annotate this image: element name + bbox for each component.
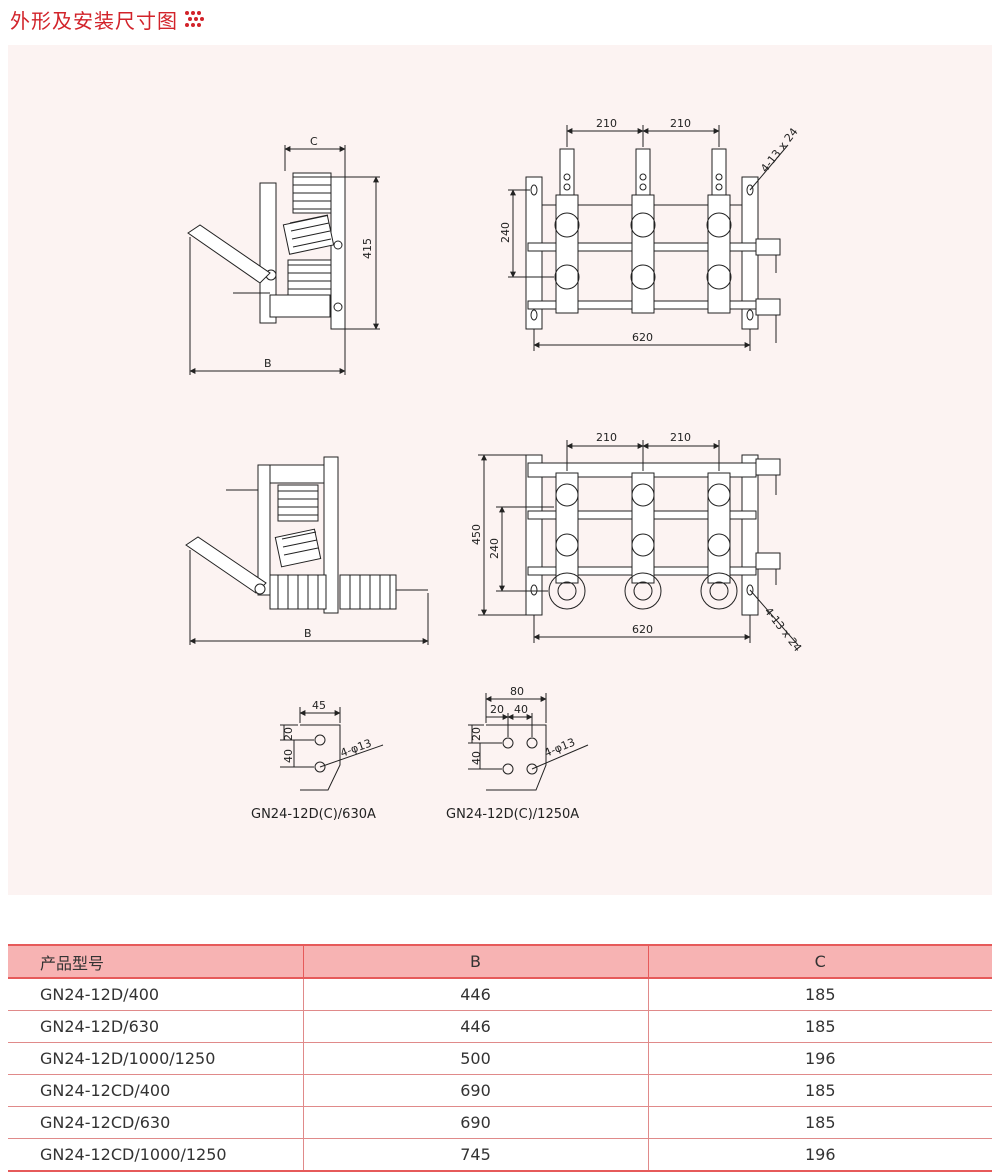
dim-20-630: 20: [282, 727, 295, 741]
cell-b: 500: [302, 1042, 648, 1075]
cell-b: 690: [302, 1106, 648, 1139]
header-c: C: [647, 944, 992, 979]
caption-1250a: GN24-12D(C)/1250A: [446, 807, 579, 822]
cell-b: 745: [302, 1138, 648, 1172]
cell-c: 185: [647, 1010, 992, 1043]
dim-80: 80: [510, 685, 524, 698]
header-model: 产品型号: [8, 944, 303, 979]
table-header-row: 产品型号 B C: [8, 944, 992, 979]
cell-model: GN24-12D/630: [8, 1010, 303, 1043]
dim-240-top: 240: [499, 222, 512, 243]
cell-b: 446: [302, 978, 648, 1011]
dimension-table: 产品型号 B C GN24-12D/400 446 185 GN24-12D/6…: [8, 944, 992, 1172]
dim-40-1250h: 40: [514, 703, 528, 716]
terminal-630-drawing: [280, 707, 384, 791]
dim-b-top: B: [264, 357, 272, 370]
dim-450: 450: [470, 524, 483, 545]
cell-b: 690: [302, 1074, 648, 1107]
table-row: GN24-12D/630 446 185: [8, 1010, 992, 1043]
cell-c: 185: [647, 978, 992, 1011]
table-row: GN24-12D/400 446 185: [8, 978, 992, 1011]
dim-620-top: 620: [632, 331, 653, 344]
cell-c: 185: [647, 1106, 992, 1139]
dot-cluster-icon: [185, 11, 204, 27]
dim-210-top-b: 210: [670, 117, 691, 130]
dim-240-bottom: 240: [488, 538, 501, 559]
cell-model: GN24-12CD/400: [8, 1074, 303, 1107]
header-b: B: [302, 944, 648, 979]
dim-20-1250v: 20: [470, 727, 483, 741]
table-row: GN24-12D/1000/1250 500 196: [8, 1042, 992, 1075]
dim-210-bottom-a: 210: [596, 431, 617, 444]
phase-1: [555, 148, 579, 314]
terminal-1250-drawing: [468, 693, 589, 791]
dim-40-630: 40: [282, 749, 295, 763]
phase-2: [631, 148, 655, 314]
insulator-upper: [277, 484, 319, 522]
front-view-bottom: [478, 440, 799, 646]
cell-c: 196: [647, 1042, 992, 1075]
dim-20-1250h: 20: [490, 703, 504, 716]
cell-model: GN24-12CD/1000/1250: [8, 1138, 303, 1172]
dim-b-bottom: B: [304, 627, 312, 640]
cell-c: 196: [647, 1138, 992, 1172]
dim-210-bottom-b: 210: [670, 431, 691, 444]
cell-model: GN24-12CD/630: [8, 1106, 303, 1139]
dim-c-top: C: [310, 135, 318, 148]
technical-drawings: C 415 B: [185, 117, 805, 822]
dim-620-bottom: 620: [632, 623, 653, 636]
phase-b3: [700, 472, 738, 610]
table-row: GN24-12CD/630 690 185: [8, 1106, 992, 1139]
cell-model: GN24-12D/1000/1250: [8, 1042, 303, 1075]
table-row: GN24-12CD/400 690 185: [8, 1074, 992, 1107]
front-view-top: [508, 125, 789, 351]
insulator-horizontal: [269, 574, 397, 610]
insulator-lower: [274, 528, 322, 568]
drawing-panel: C 415 B: [8, 45, 992, 895]
caption-630a: GN24-12D(C)/630A: [251, 807, 376, 822]
phase-b1: [548, 472, 586, 610]
cell-b: 446: [302, 1010, 648, 1043]
side-view-bottom: [185, 456, 429, 645]
side-view-top: [187, 145, 380, 375]
holes-630: 4-φ13: [339, 737, 374, 760]
page-title-row: 外形及安装尺寸图: [10, 4, 206, 34]
dim-holes-top: 4-13 x 24: [758, 125, 801, 174]
holes-1250: 4-φ13: [542, 736, 577, 760]
insulator-bottom: [287, 259, 332, 301]
dim-holes-bottom: 4-13 x 24: [762, 605, 805, 654]
dim-415: 415: [361, 238, 374, 259]
cell-c: 185: [647, 1074, 992, 1107]
insulator-middle: [282, 214, 335, 255]
insulator-top: [292, 172, 332, 214]
cell-model: GN24-12D/400: [8, 978, 303, 1011]
phase-b2: [624, 472, 662, 610]
dim-45: 45: [312, 699, 326, 712]
dim-40-1250v: 40: [470, 751, 483, 765]
page-title: 外形及安装尺寸图: [10, 8, 178, 33]
phase-3: [707, 148, 731, 314]
table-row: GN24-12CD/1000/1250 745 196: [8, 1138, 992, 1172]
dim-210-top-a: 210: [596, 117, 617, 130]
